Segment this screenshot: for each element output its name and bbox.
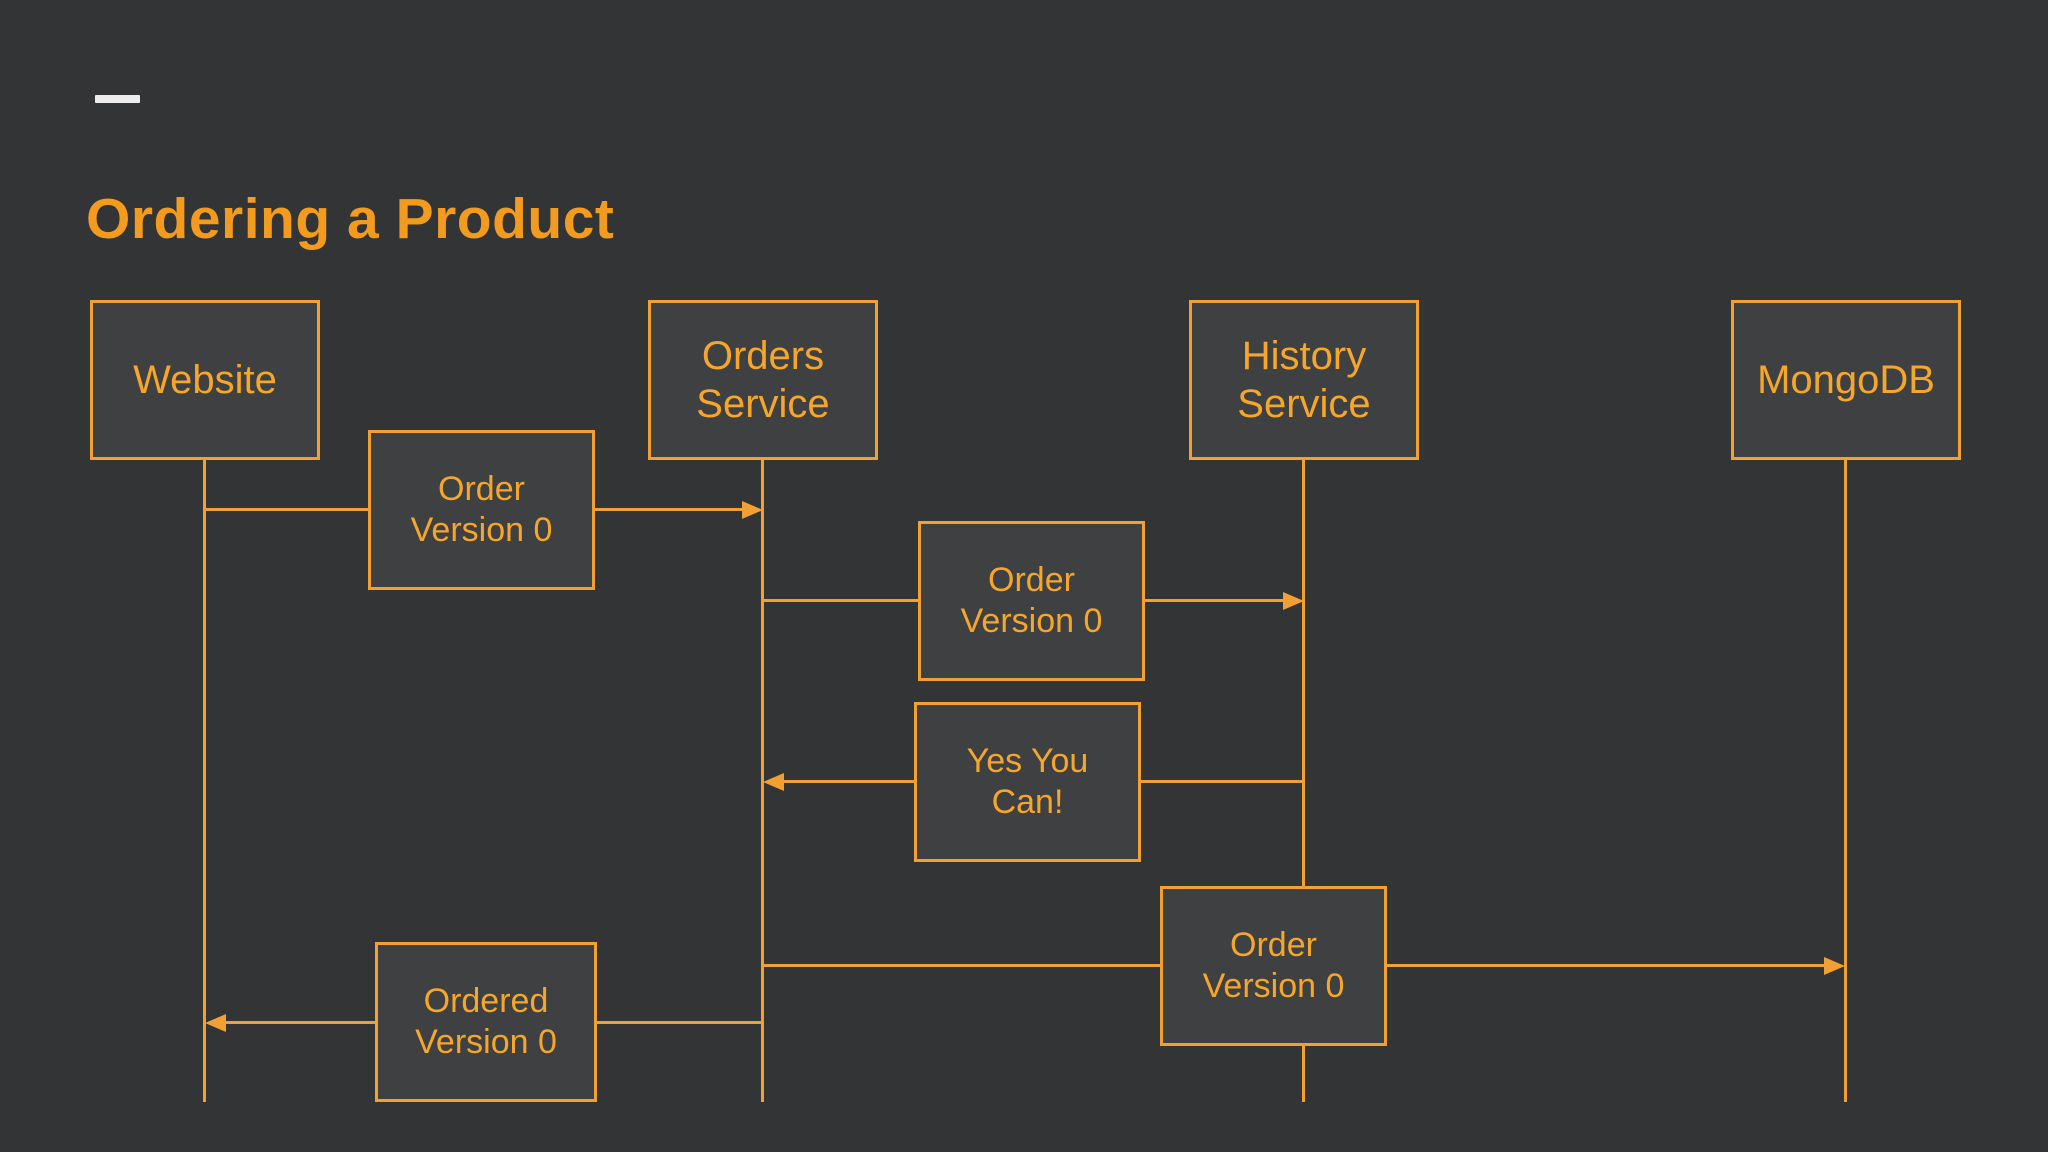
message-3-label-line1: Yes You — [966, 741, 1089, 780]
message-5-label-line2: Version 0 — [415, 1023, 557, 1061]
message-5-label-line1: Ordered — [423, 981, 549, 1020]
lifeline-website — [203, 460, 206, 1102]
message-1-arrowhead-icon — [742, 501, 763, 519]
actor-history-service-label-line2: Service — [1237, 382, 1371, 426]
message-3-label-line2: Can! — [991, 783, 1064, 821]
message-2-arrowhead-icon — [1283, 592, 1304, 610]
message-2-label: Order Version 0 — [918, 521, 1145, 681]
message-5-arrowhead-icon — [205, 1014, 226, 1032]
message-4-label-line2: Version 0 — [1202, 967, 1345, 1005]
actor-mongodb: MongoDB — [1731, 300, 1961, 460]
lifeline-orders-service — [761, 460, 764, 1102]
slide-title: Ordering a Product — [86, 187, 615, 251]
message-2-label-line2: Version 0 — [960, 602, 1103, 640]
actor-website: Website — [90, 300, 320, 460]
message-5-label: Ordered Version 0 — [375, 942, 597, 1102]
message-1-label-line1: Order — [438, 469, 525, 508]
lifeline-mongodb — [1844, 460, 1847, 1102]
message-3-arrowhead-icon — [763, 773, 784, 791]
message-3-label: Yes You Can! — [914, 702, 1141, 862]
actor-mongodb-label-line1: MongoDB — [1757, 358, 1935, 402]
actor-history-service-label-line1: History — [1241, 334, 1367, 378]
actor-website-label-line1: Website — [133, 358, 277, 402]
actor-history-service: History Service — [1189, 300, 1419, 460]
message-2-label-line1: Order — [988, 560, 1075, 599]
message-4-arrowhead-icon — [1824, 957, 1845, 975]
actor-orders-service-label-line2: Service — [696, 382, 830, 426]
message-1-label: Order Version 0 — [368, 430, 595, 590]
actor-orders-service-label-line1: Orders — [701, 334, 825, 378]
message-4-label: Order Version 0 — [1160, 886, 1387, 1046]
message-4-label-line1: Order — [1230, 925, 1317, 964]
actor-orders-service: Orders Service — [648, 300, 878, 460]
message-1-label-line2: Version 0 — [410, 511, 553, 549]
title-dash — [95, 95, 140, 103]
